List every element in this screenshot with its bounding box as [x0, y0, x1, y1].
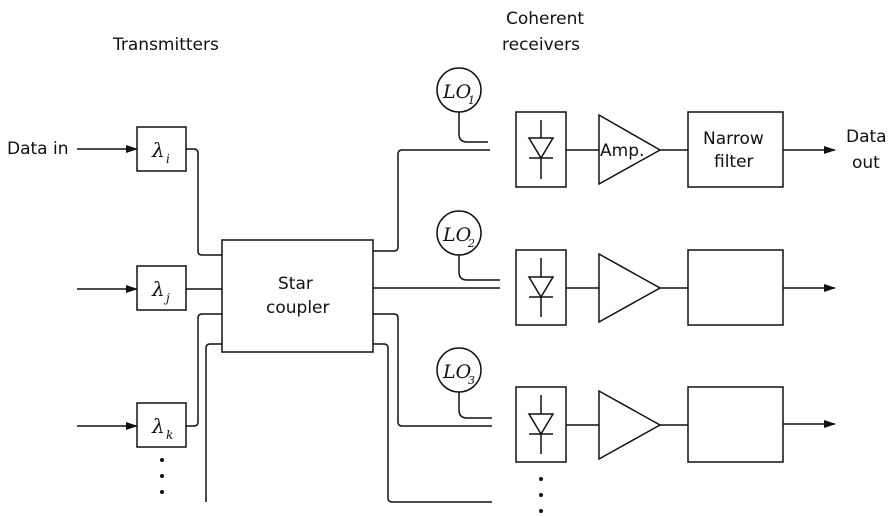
photodetector-2	[515, 249, 567, 326]
transmitter-i: λ i	[136, 126, 187, 172]
data-out-label-line2: out	[852, 153, 880, 173]
lo1-subscript: 1	[468, 94, 475, 107]
amplifier-2	[598, 252, 662, 324]
lo2-subscript: 2	[467, 237, 475, 250]
star-coupler: Star coupler	[221, 239, 374, 353]
local-oscillator-2: LO 2	[436, 210, 500, 281]
transmitter-j: λ j	[136, 265, 187, 311]
star-coupler-label-line1: Star	[278, 274, 313, 294]
narrow-filter-label-line1: Narrow	[703, 129, 764, 149]
transmitter-k-symbol: λ	[151, 414, 165, 438]
amplifier-1-label: Amp.	[600, 141, 644, 161]
coherent-receivers-heading-line2: receivers	[502, 35, 580, 55]
fiber-coupler-to-receiver-1	[373, 149, 490, 252]
transmitter-i-subscript: i	[166, 152, 170, 166]
lo3-line	[458, 392, 492, 419]
lo3-subscript: 3	[468, 374, 475, 387]
coherent-receivers-heading-line1: Coherent	[506, 9, 584, 29]
transmitter-k-subscript: k	[166, 428, 173, 442]
amplifier-3	[598, 389, 662, 461]
fiber-i-to-coupler	[186, 148, 222, 256]
fiber-coupler-extra	[373, 343, 492, 503]
local-oscillator-3: LO 3	[436, 347, 492, 419]
transmitter-i-symbol: λ	[151, 138, 165, 162]
fiber-coupler-to-receiver-3	[373, 313, 492, 427]
transmitters-heading: Transmitters	[112, 35, 219, 55]
photodetector-3	[515, 386, 567, 463]
narrow-filter-3	[687, 386, 784, 463]
local-oscillator-1: LO 1	[436, 67, 488, 143]
transmitter-ellipsis	[160, 458, 164, 494]
lo2-symbol: LO	[442, 224, 472, 246]
transmitter-j-subscript: j	[163, 291, 170, 305]
data-out-label-line1: Data	[846, 127, 887, 147]
lo2-line	[458, 255, 500, 281]
receiver-ellipsis	[539, 477, 543, 513]
lo1-line	[458, 112, 488, 143]
fiber-k-to-coupler	[186, 313, 222, 427]
star-coupler-label-line2: coupler	[266, 298, 329, 318]
lo3-symbol: LO	[442, 361, 472, 383]
narrow-filter-2	[687, 249, 784, 326]
narrow-filter-label-line2: filter	[714, 152, 754, 172]
amplifier-1: Amp.	[598, 113, 662, 186]
transmitter-k: λ k	[136, 402, 187, 448]
fiber-extra-to-coupler	[205, 343, 222, 502]
lo1-symbol: LO	[442, 81, 472, 103]
photodetector-1	[515, 111, 567, 188]
transmitter-j-symbol: λ	[151, 277, 165, 301]
narrow-filter-1: Narrow filter	[687, 111, 784, 188]
data-in-label: Data in	[7, 139, 69, 159]
